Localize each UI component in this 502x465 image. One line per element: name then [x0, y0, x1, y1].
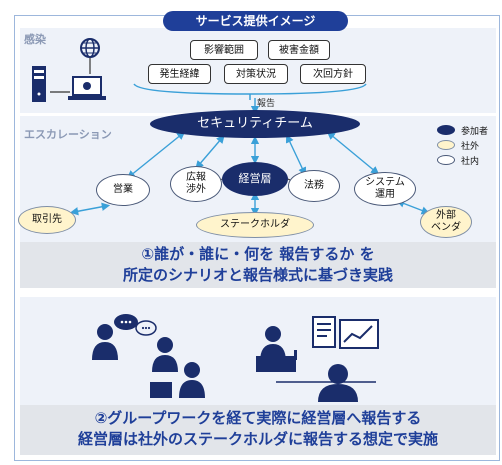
chart-document-icon [312, 316, 379, 349]
report-item-policy: 次回方針 [300, 64, 366, 84]
caption-groupwork: ②グループワークを経て実際に経営層へ報告する 経営層は社外のステークホルダに報告… [20, 405, 496, 455]
vendor-node: 外部 ベンダ [420, 206, 472, 238]
stakeholder-node: ステークホルダ [196, 212, 314, 238]
report-item-scope: 影響範囲 [190, 40, 258, 60]
page-title: サービス提供イメージ [163, 11, 348, 31]
caption-groupwork-line2: 経営層は社外のステークホルダに報告する想定で実施 [77, 430, 438, 448]
legend-external-swatch [437, 140, 455, 150]
caption-scenario-line2: 所定のシナリオと報告様式に基づき実践 [122, 266, 393, 284]
caption-scenario-line1: ①誰が・誰に・何を 報告するか を [141, 245, 375, 263]
legend-participant: 参加者 [461, 127, 489, 137]
infection-label: 感染 [24, 33, 46, 46]
pr-node: 広報 渉外 [170, 166, 222, 202]
globe-icon [80, 38, 100, 58]
speech-bubble-icon [114, 314, 157, 336]
legend-internal: 社内 [461, 157, 480, 167]
executive-node: 経営層 [222, 162, 288, 196]
caption-groupwork-line1: ②グループワークを経て実際に経営層へ報告する [94, 409, 422, 427]
report-label: 報告 [257, 99, 276, 109]
caption-scenario: ①誰が・誰に・何を 報告するか を 所定のシナリオと報告様式に基づき実践 [20, 242, 496, 288]
escalation-label: エスカレーション [24, 128, 112, 141]
security-team-node: セキュリティチーム [150, 110, 360, 138]
presenter-icon [256, 326, 376, 402]
meeting-icon [92, 314, 205, 398]
infection-icons [32, 38, 106, 102]
report-item-damage: 被害金額 [268, 40, 330, 60]
client-node: 取引先 [18, 206, 76, 234]
legend-internal-swatch [437, 155, 455, 165]
laptop-virus-icon [68, 76, 106, 100]
legal-node: 法務 [288, 170, 340, 202]
sales-node: 営業 [96, 174, 150, 206]
report-item-history: 発生経緯 [148, 64, 211, 84]
report-bracket [133, 83, 367, 100]
legend-participant-swatch [437, 125, 455, 135]
system-ops-node: システム 運用 [354, 172, 416, 206]
report-item-measures: 対策状況 [224, 64, 288, 84]
pc-tower-icon [32, 66, 46, 102]
legend-external: 社外 [461, 142, 480, 152]
